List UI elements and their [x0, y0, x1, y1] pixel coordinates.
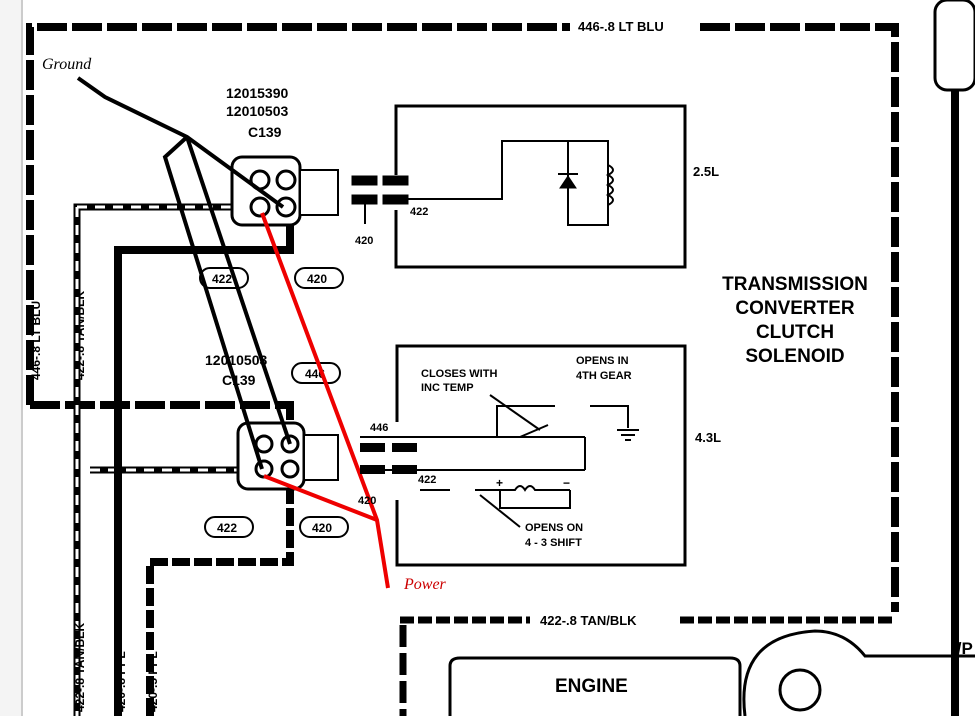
connector-c139-upper — [230, 155, 339, 227]
ip-label: I/P — [952, 639, 973, 658]
svg-text:TRANSMISSION: TRANSMISSION — [722, 274, 868, 295]
page-margin — [0, 0, 22, 716]
pin-label-446-lower: 446 — [291, 362, 341, 384]
connector1-part1: 12015390 — [226, 85, 289, 101]
wire-label-left-blu: 446-.8 LT BLU — [29, 301, 43, 380]
engine-label: ENGINE — [555, 676, 628, 697]
solenoid-minus: − — [563, 476, 570, 490]
svg-text:CLUTCH: CLUTCH — [756, 322, 834, 343]
wire-label-bl-ppl5: 420-.5 PPL — [146, 651, 160, 712]
closes-with-temp-line2: INC TEMP — [421, 382, 474, 394]
svg-text:422: 422 — [212, 272, 232, 286]
wire-label-top: 446-.8 LT BLU — [578, 19, 664, 34]
box43-wire-420: 420 — [358, 495, 376, 507]
box-2-5l — [351, 104, 687, 269]
box25-wire-422: 422 — [410, 206, 428, 218]
solenoid-title: TRANSMISSION CONVERTER CLUTCH SOLENOID — [722, 274, 868, 367]
svg-text:422: 422 — [217, 521, 237, 535]
svg-text:SOLENOID: SOLENOID — [745, 346, 844, 367]
opens-4-3-shift-line1: OPENS ON — [525, 522, 583, 534]
svg-text:420: 420 — [312, 521, 332, 535]
pin-label-422-upper: 422 — [199, 267, 249, 289]
closes-with-temp-line1: CLOSES WITH — [421, 368, 497, 380]
box-4-3l — [360, 344, 687, 567]
box43-wire-422: 422 — [418, 474, 436, 486]
wire-label-bottom: 422-.8 TAN/BLK — [540, 613, 637, 628]
box25-engine-label: 2.5L — [693, 164, 719, 179]
connector2-part: 12010503 — [205, 352, 268, 368]
wire-label-bl-tan: 422-.8 TAN/BLK — [73, 623, 87, 712]
pin-label-422-lower: 422 — [204, 516, 254, 538]
connector1-id: C139 — [248, 124, 282, 140]
opens-4th-gear-line2: 4TH GEAR — [576, 370, 632, 382]
box43-engine-label: 4.3L — [695, 430, 721, 445]
wire-420-ppl — [114, 215, 294, 716]
ground-jumper — [76, 76, 292, 470]
opens-4th-gear-line1: OPENS IN — [576, 355, 629, 367]
svg-text:420: 420 — [307, 272, 327, 286]
pin-label-420-lower: 420 — [299, 516, 349, 538]
power-jumper — [260, 212, 390, 589]
svg-text:CONVERTER: CONVERTER — [735, 298, 855, 319]
power-annotation: Power — [403, 576, 447, 593]
box25-wire-420: 420 — [355, 235, 373, 247]
wire-label-bl-ppl8: 420-.8 PPL — [114, 651, 128, 712]
connector2-id: C139 — [222, 372, 256, 388]
ground-annotation: Ground — [42, 56, 92, 73]
box43-wire-446: 446 — [370, 422, 388, 434]
engine-block — [448, 629, 975, 716]
connector1-part2: 12010503 — [226, 103, 289, 119]
opens-4-3-shift-line2: 4 - 3 SHIFT — [525, 537, 582, 549]
pin-label-420-upper: 420 — [294, 267, 344, 289]
wire-446-harness — [26, 23, 899, 612]
solenoid-plus: + — [496, 476, 503, 490]
wire-422-bottom — [399, 616, 895, 716]
